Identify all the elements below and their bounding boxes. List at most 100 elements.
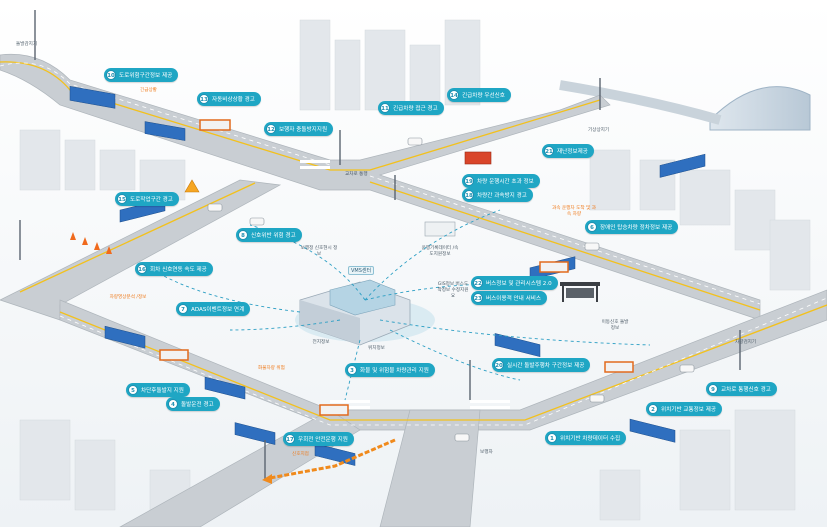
callout-number: 4: [168, 399, 178, 409]
callout-number: 17: [285, 434, 295, 444]
callout-text: 위치기반 차량데이터 수집: [560, 436, 621, 442]
signal-info-label: 보행정 신호현시 정보: [300, 246, 338, 257]
callout-text: 차량간 과속방지 경고: [477, 193, 527, 199]
weather-sensor-label: 기상상지기: [588, 128, 610, 133]
callout-number: 21: [544, 146, 554, 156]
road-work-sign-icon: [184, 179, 200, 193]
pedestrian-label: 보행자: [480, 450, 493, 455]
callout-text: 신호위반 위험 경고: [251, 233, 296, 239]
callout-text: 도로작업구간 경고: [130, 197, 173, 203]
bus-stop-shelter: [560, 282, 600, 302]
traffic-info-label: 교차로 통행: [345, 172, 368, 177]
fog-sensor-label: 돌발감지기: [16, 42, 38, 47]
crosswalks: [300, 160, 510, 409]
callout-text: 위치기반 교통정보 제공: [661, 407, 717, 413]
callout-number: 18: [464, 190, 474, 200]
callout-number: 12: [266, 124, 276, 134]
hazard-route: [269, 438, 396, 480]
tunnel-icon: [709, 86, 811, 131]
callout-number: 3: [347, 365, 357, 375]
callout-text: 도로위험구간정보 제공: [119, 73, 173, 79]
callout-text: 보행자 충돌방지지원: [279, 127, 328, 133]
callout-text: 회차 신호연동 속도 제공: [150, 267, 207, 273]
traffic-cones: [70, 232, 112, 254]
callout-number: 15: [117, 194, 127, 204]
adas-note: 차량영상분석 /정보: [109, 295, 147, 300]
callout-number: 13: [199, 94, 209, 104]
callout-text: ADAS이벤트정보 연계: [191, 307, 245, 313]
location-info-label: 위치정보: [368, 346, 385, 351]
center-note-label: 전지정보: [312, 340, 330, 345]
speed-note: 과속 운행차 도착 및 과속 차량: [552, 206, 596, 217]
callout-number: 22: [473, 278, 483, 288]
vehicle-data-label: 운행기록데이터 /속도지원정보: [421, 246, 459, 257]
callout-number: 10: [106, 70, 116, 80]
signal-poles: [19, 10, 741, 480]
road-surfaces: [0, 53, 827, 527]
callout-text: 돌발운전 경고: [181, 402, 214, 408]
right-turn-note: 신호지점: [292, 452, 309, 457]
callout-number: 1: [547, 433, 557, 443]
callout-text: 실시간 돌발주행차 구간정보 제공: [507, 363, 585, 369]
callout-number: 14: [449, 90, 459, 100]
callout-number: 20: [494, 360, 504, 370]
callout-number: 7: [178, 304, 188, 314]
gis-label: GIS정보 버스도착정보 수정지원요: [437, 282, 469, 299]
emergency-note: 긴급상황: [140, 88, 157, 93]
callout-text: 차량 운행시간 초과 정보: [477, 179, 534, 185]
callout-number: 11: [380, 103, 390, 113]
callout-text: 장애인 탑승차량 정차정보 제공: [600, 225, 673, 231]
callout-text: 긴급차량 접근 경고: [393, 106, 438, 112]
callout-number: 16: [137, 264, 147, 274]
callout-text: 긴급차량 우선신호: [462, 93, 505, 99]
callout-number: 9: [708, 384, 718, 394]
control-center-building: [295, 279, 435, 346]
callout-number: 19: [464, 176, 474, 186]
hub-sign: VMS센터: [348, 266, 375, 275]
hazmat-note: 화물차량 위험: [258, 366, 285, 371]
callout-text: 버스정보 및 관리시스템 2.0: [486, 281, 552, 287]
fire-truck-icon: [464, 151, 492, 165]
callout-text: 자동비상상황 경고: [212, 97, 255, 103]
callout-number: 5: [128, 385, 138, 395]
callout-text: 우회전 안전운행 지원: [298, 437, 348, 443]
callout-text: 교차로 통행신호 경고: [721, 387, 771, 393]
buses: [159, 119, 634, 416]
city-buildings: [19, 19, 811, 521]
callout-text: 차단후돌발지 지원: [141, 388, 184, 394]
cars: [207, 137, 695, 442]
callout-text: 재난정보제공: [557, 149, 588, 155]
callout-text: 화물 및 위험물 차량관리 지원: [360, 368, 429, 374]
callout-number: 6: [587, 222, 597, 232]
callout-number: 23: [473, 293, 483, 303]
detector-label: 차량검지기: [735, 340, 757, 345]
callout-number: 2: [648, 404, 658, 414]
realtime-info-label: 이동신호 돌발정보: [601, 320, 629, 331]
callout-number: 8: [238, 230, 248, 240]
callout-text: 버스이용객 안내 서비스: [486, 296, 542, 302]
